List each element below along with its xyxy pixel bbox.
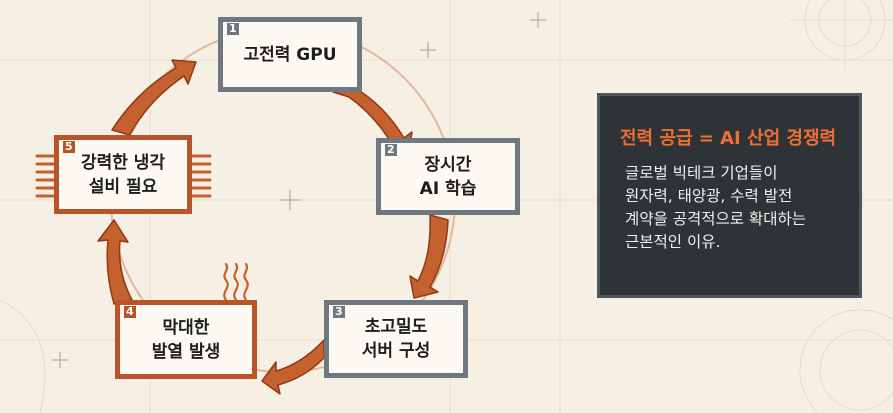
info-panel-line-1: 글로벌 빅테크 기업들이: [625, 164, 778, 182]
node-5-cooling-required: 5 강력한 냉각 설비 필요: [54, 135, 192, 214]
arrow-4-to-5: [97, 219, 133, 305]
node-2-label-line-2: AI 학습: [419, 178, 477, 199]
node-3-high-density-servers: 3 초고밀도 서버 구성: [324, 300, 468, 378]
node-4-label-line-1: 막대한: [162, 317, 210, 338]
arrow-5-to-1: [111, 59, 197, 136]
node-4-number: 4: [124, 305, 136, 318]
node-4-massive-heat: 4 막대한 발열 발생: [115, 300, 257, 379]
arrow-3-to-4: [261, 339, 325, 395]
node-1-high-power-gpu: 1 고전력 GPU: [218, 17, 362, 92]
info-panel-line-2: 원자력, 태양광, 수력 발전: [625, 187, 793, 205]
node-2-label-line-1: 장시간: [424, 154, 472, 175]
node-4-label-line-2: 발열 발생: [151, 341, 221, 362]
node-2-number: 2: [385, 143, 397, 156]
node-3-label-line-1: 초고밀도: [364, 317, 428, 337]
info-panel-body: 글로벌 빅테크 기업들이 원자력, 태양광, 수력 발전 계약을 공격적으로 확…: [620, 162, 841, 254]
node-1-label: 고전력 GPU: [243, 44, 337, 65]
node-5-number: 5: [63, 140, 75, 153]
node-3-label-line-2: 서버 구성: [361, 341, 431, 361]
steam-icon: [223, 262, 249, 302]
crosshair-marks: [52, 12, 546, 368]
node-3-number: 3: [333, 305, 345, 318]
arrow-2-to-3: [409, 214, 449, 299]
node-5-label-line-2: 설비 필요: [88, 176, 158, 197]
info-panel-line-3: 계약을 공격적으로 확대하는: [625, 210, 806, 228]
node-2-long-ai-training: 2 장시간 AI 학습: [376, 138, 520, 215]
node-5-label-line-1: 강력한 냉각: [80, 152, 166, 173]
info-panel-title: 전력 공급 = AI 산업 경쟁력: [620, 128, 837, 149]
node-1-number: 1: [227, 22, 239, 35]
info-panel-line-4: 근본적인 이유.: [625, 233, 721, 251]
heat-fins-icon: [35, 154, 212, 198]
info-panel: 전력 공급 = AI 산업 경쟁력 글로벌 빅테크 기업들이 원자력, 태양광,…: [597, 93, 862, 298]
